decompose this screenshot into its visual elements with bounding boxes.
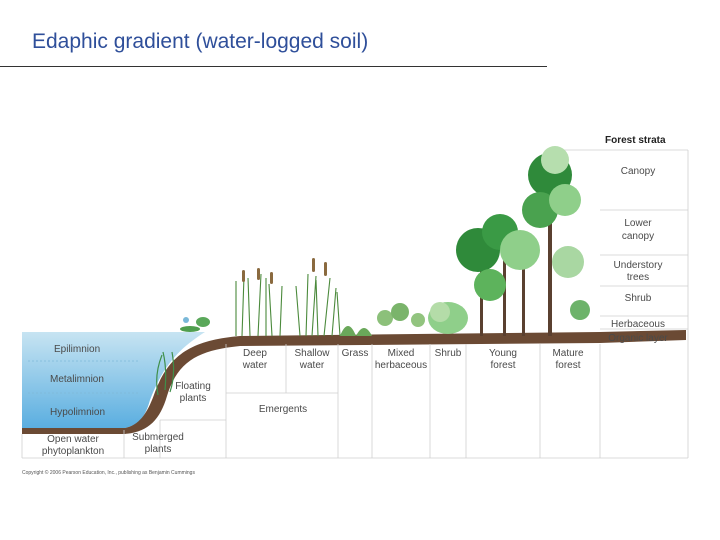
- zone-grid: [21, 150, 689, 459]
- label-shallow: Shallow: [294, 348, 330, 359]
- emergent-plants: [235, 273, 341, 337]
- label-shrub-zone: Shrub: [435, 348, 462, 359]
- label-submerged-plants: plants: [145, 444, 172, 455]
- lake-water: [22, 332, 205, 428]
- label-deep: Deep: [243, 348, 267, 359]
- shrub-plants: [428, 302, 468, 334]
- label-mature-forest: forest: [555, 360, 580, 371]
- soil-profile: [22, 330, 686, 434]
- strata-lower-canopy: canopy: [622, 231, 654, 242]
- strata-shrub: Shrub: [625, 293, 652, 304]
- label-emergents: Emergents: [259, 404, 307, 415]
- young-forest-trees: [456, 214, 540, 336]
- strata-herbaceous: Herbaceous: [611, 319, 665, 330]
- label-open-water: Open water: [47, 434, 99, 445]
- label-mixed-herbaceous: herbaceous: [375, 360, 427, 371]
- label-young: Young: [489, 348, 517, 359]
- label-deep-water: water: [242, 360, 268, 371]
- label-epilimnion: Epilimnion: [54, 344, 100, 355]
- label-mixed: Mixed: [388, 348, 415, 359]
- copyright-notice: Copyright © 2006 Pearson Education, Inc.…: [22, 470, 195, 476]
- mature-forest-trees: [522, 146, 590, 336]
- label-metalimnion: Metalimnion: [50, 374, 104, 385]
- label-grass: Grass: [342, 348, 369, 359]
- label-submerged: Submerged: [132, 432, 184, 443]
- forest-strata-grid: [562, 149, 688, 330]
- strata-understory-trees: trees: [627, 272, 649, 283]
- label-floating-plants: plants: [180, 393, 207, 404]
- strata-organic-layer: Organic layer: [608, 333, 668, 344]
- label-phytoplankton: phytoplankton: [42, 446, 104, 457]
- herbaceous-plants: [340, 303, 425, 336]
- cattail-heads: [242, 258, 327, 284]
- aquatic-plants: [156, 317, 210, 396]
- label-floating: Floating: [175, 381, 211, 392]
- strata-lower: Lower: [624, 218, 652, 229]
- label-young-forest: forest: [490, 360, 515, 371]
- strata-canopy: Canopy: [621, 166, 655, 177]
- label-mature: Mature: [552, 348, 584, 359]
- slide-title: Edaphic gradient (water-logged soil): [32, 30, 369, 53]
- title-divider: [0, 66, 547, 67]
- label-shallow-water: water: [299, 360, 325, 371]
- strata-understory: Understory: [614, 260, 663, 271]
- forest-strata-heading: Forest strata: [605, 135, 666, 146]
- label-hypolimnion: Hypolimnion: [50, 407, 105, 418]
